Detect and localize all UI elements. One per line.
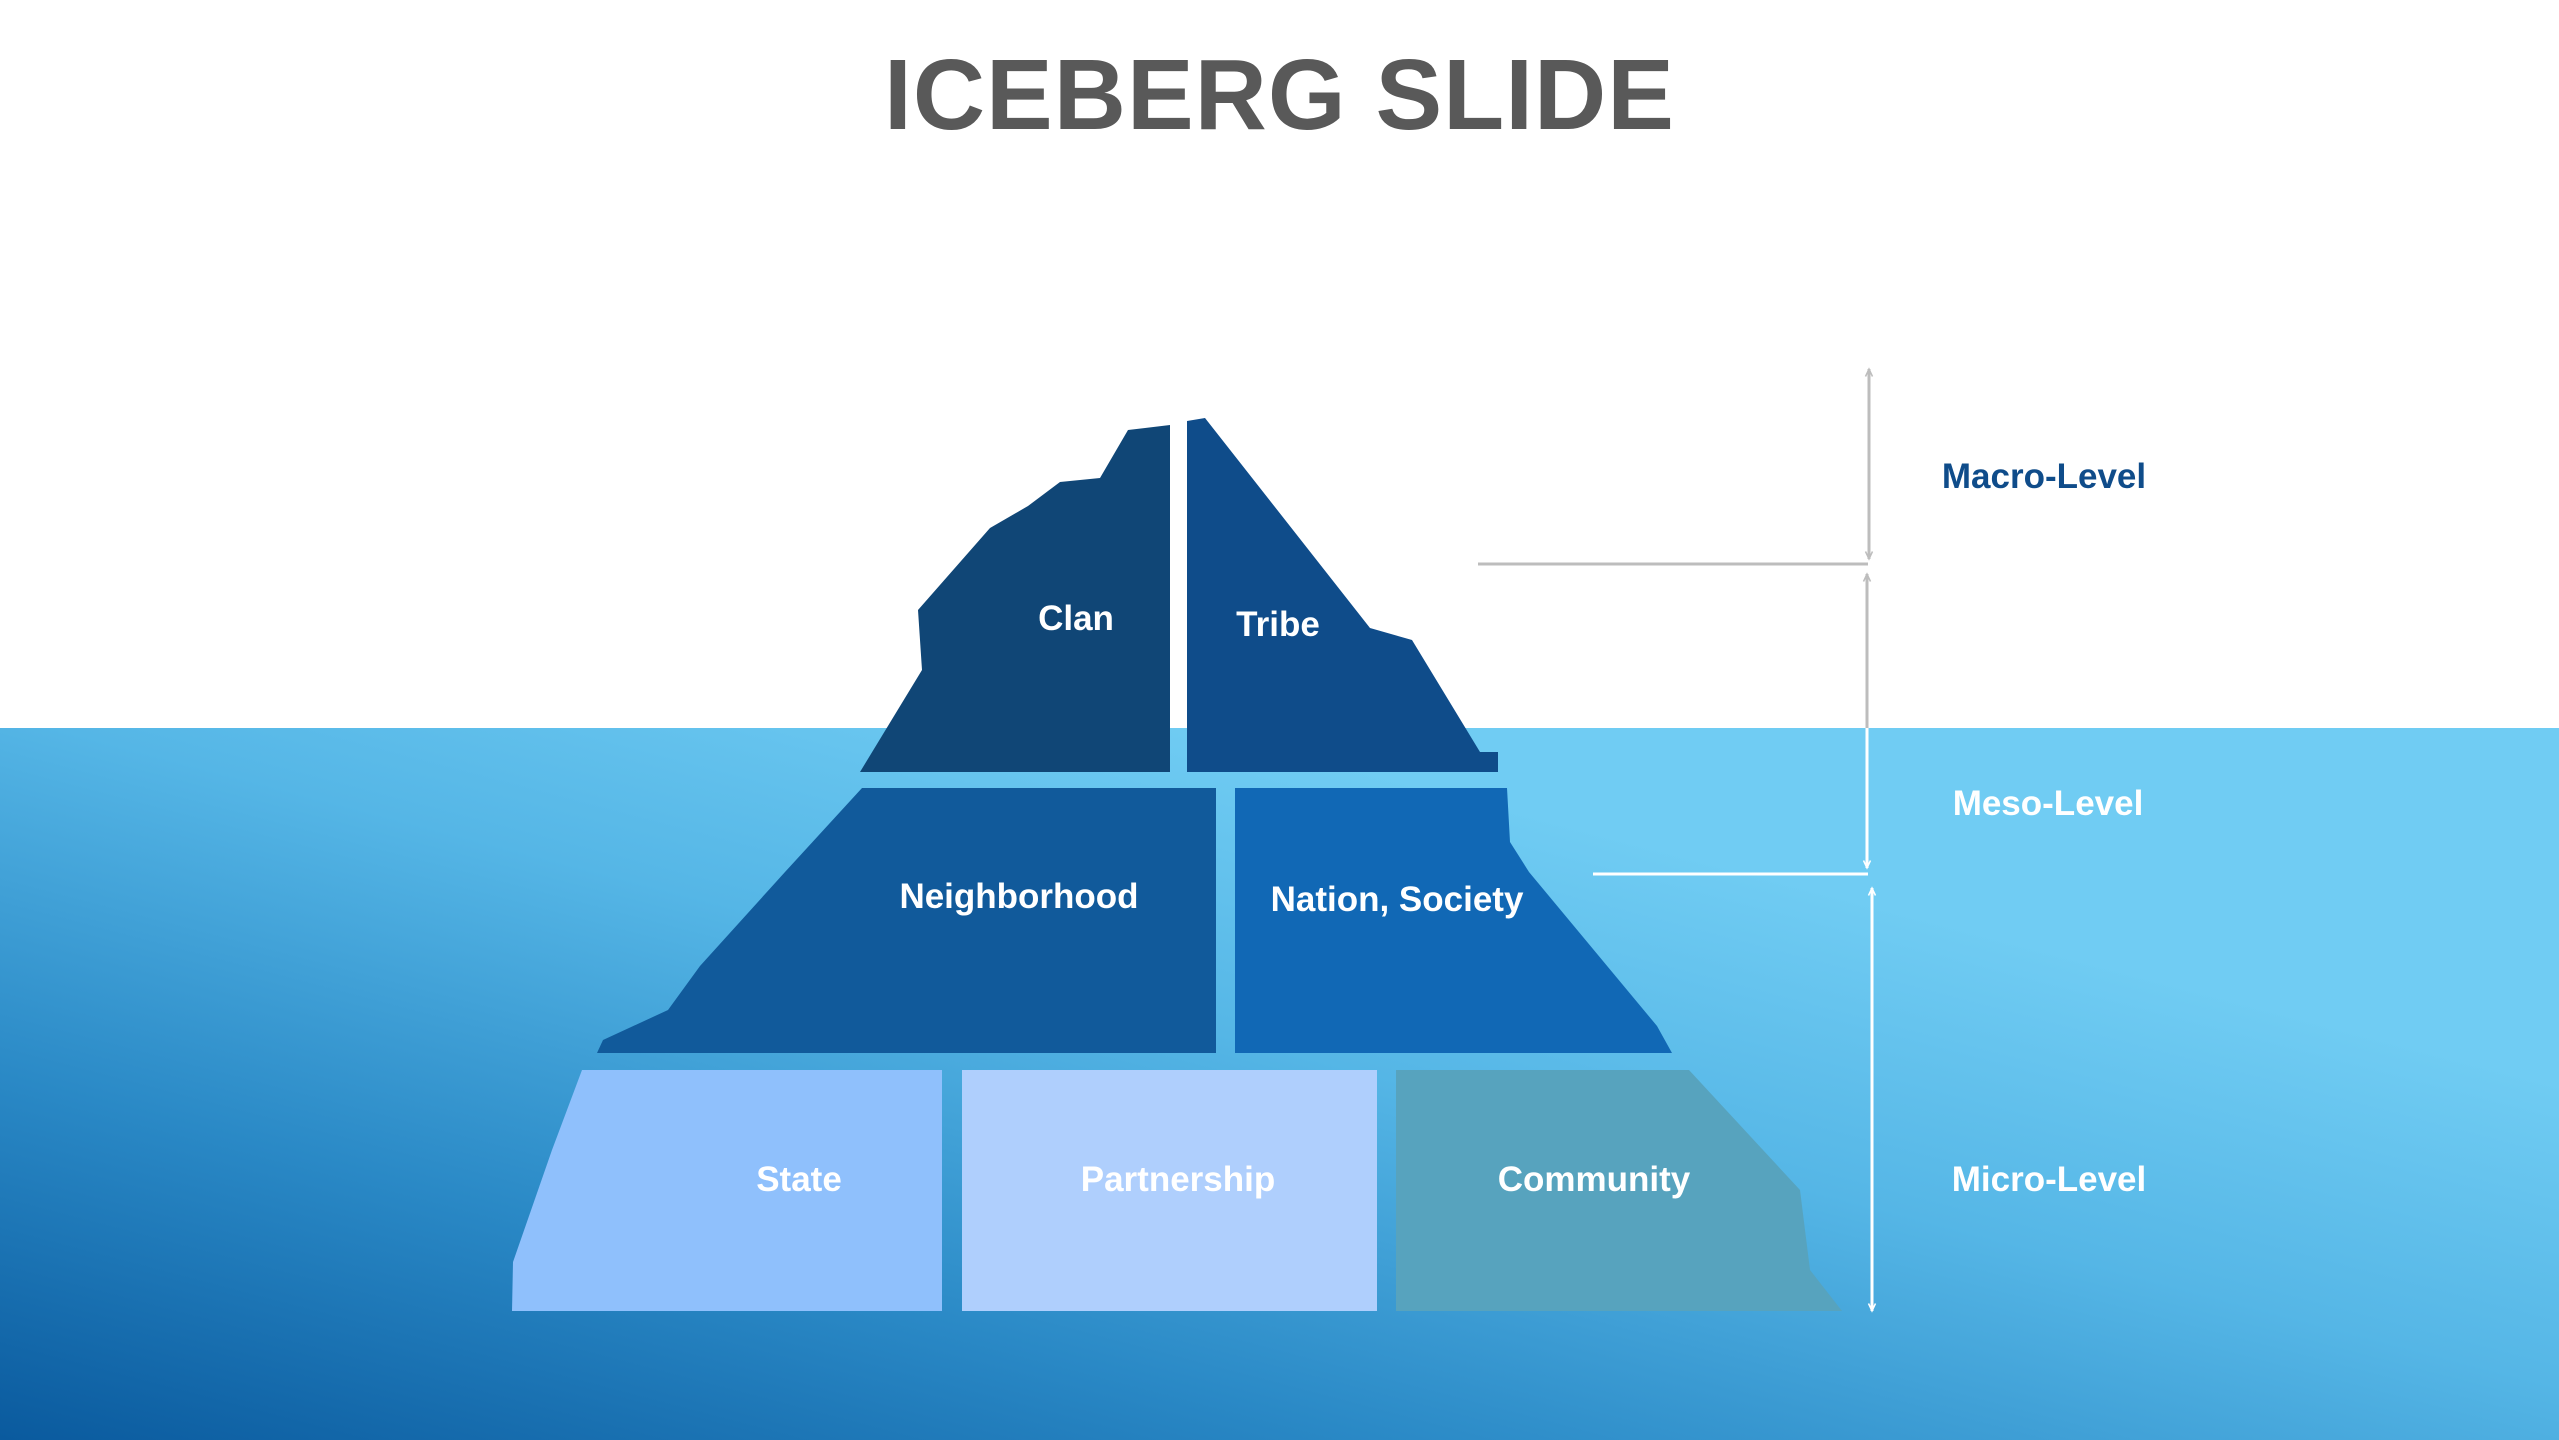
partnership-label: Partnership: [1081, 1160, 1276, 1199]
tribe-segment: [1187, 418, 1498, 772]
neighborhood-segment: [597, 788, 1216, 1053]
clan-label: Clan: [1038, 599, 1114, 638]
state-label: State: [756, 1160, 842, 1199]
clan-segment: [860, 425, 1170, 772]
slide-title: ICEBERG SLIDE: [884, 39, 1675, 151]
nation-society-label: Nation, Society: [1271, 880, 1524, 919]
partnership-segment: [962, 1070, 1377, 1311]
meso-level-label: Meso-Level: [1953, 784, 2144, 823]
neighborhood-label: Neighborhood: [899, 877, 1138, 916]
community-label: Community: [1498, 1160, 1691, 1199]
tribe-label: Tribe: [1236, 605, 1320, 644]
micro-level-label: Micro-Level: [1952, 1160, 2147, 1199]
macro-level-label: Macro-Level: [1942, 457, 2146, 496]
nation-society-segment: [1235, 788, 1672, 1053]
community-segment: [1396, 1070, 1842, 1311]
state-segment: [512, 1070, 942, 1311]
